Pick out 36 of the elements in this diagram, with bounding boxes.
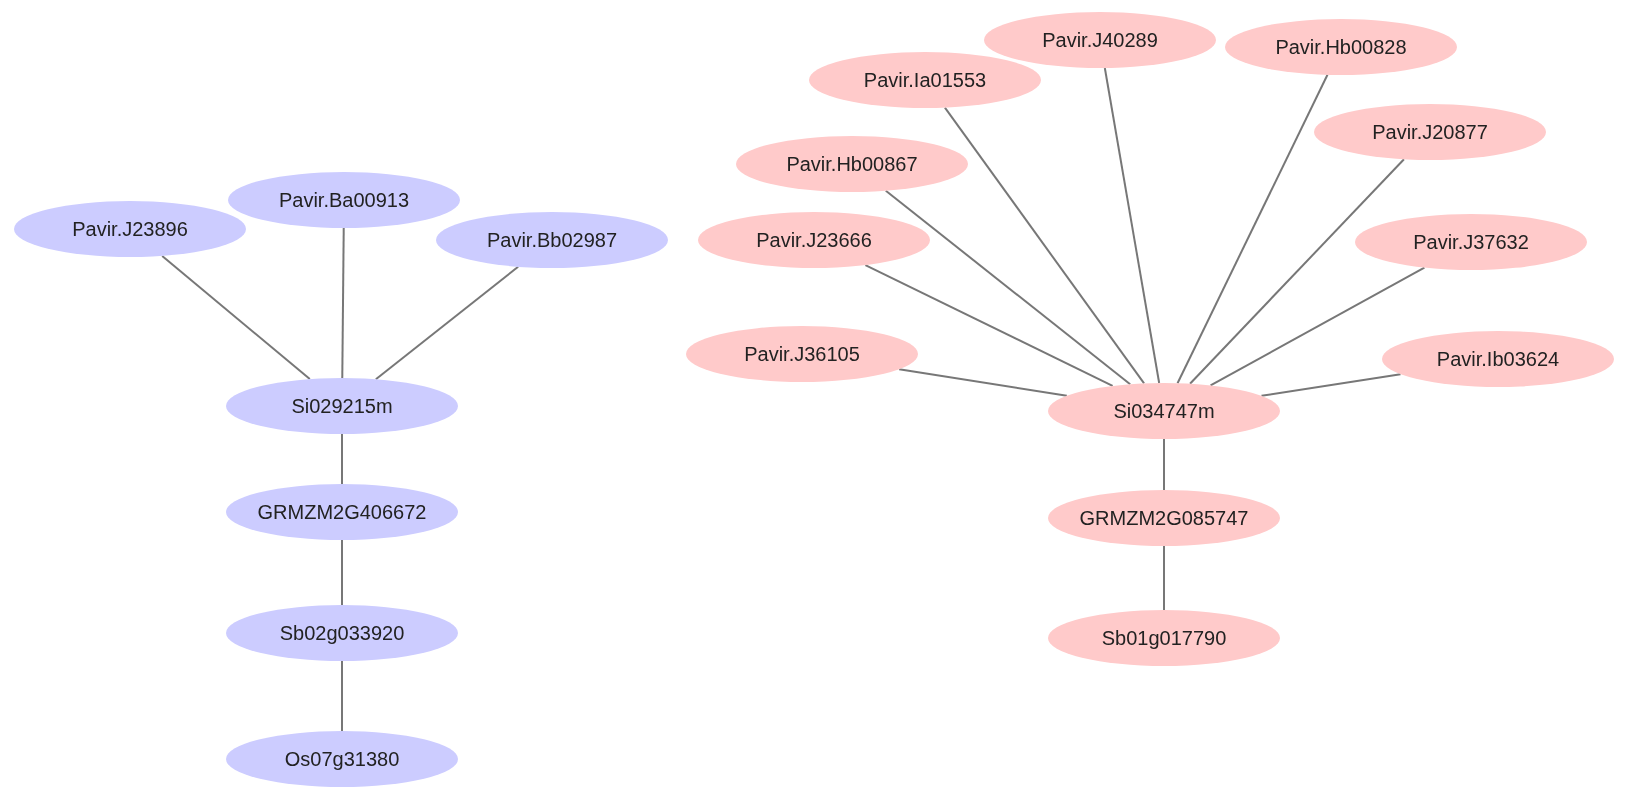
gene-label: Pavir.Ba00913 bbox=[278, 188, 410, 212]
gene-label: Os07g31380 bbox=[284, 747, 400, 771]
connector-line bbox=[341, 227, 345, 379]
connector-line bbox=[1209, 266, 1426, 387]
connector-line bbox=[864, 264, 1114, 387]
gene-label: Si034747m bbox=[1113, 399, 1215, 423]
gene-label: Sb02g033920 bbox=[279, 621, 405, 645]
connector-line bbox=[374, 265, 520, 381]
gene-label: Pavir.Hb00867 bbox=[786, 152, 918, 176]
gene-label: Sb01g017790 bbox=[1101, 626, 1227, 650]
connector-line bbox=[1163, 545, 1165, 611]
gene-label: Pavir.Ia01553 bbox=[863, 68, 987, 92]
gene-label: Pavir.Ib03624 bbox=[1436, 347, 1560, 371]
connector-line bbox=[1260, 373, 1402, 397]
gene-label: GRMZM2G406672 bbox=[257, 500, 427, 524]
connector-line bbox=[884, 189, 1132, 386]
gene-label: Pavir.Bb02987 bbox=[486, 228, 618, 252]
gene-label: Pavir.J37632 bbox=[1413, 230, 1529, 254]
gene-label: Pavir.J20877 bbox=[1372, 120, 1488, 144]
connector-line bbox=[161, 254, 311, 381]
gene-label: Pavir.J36105 bbox=[744, 342, 860, 366]
connector-line bbox=[1103, 67, 1161, 384]
connector-line bbox=[898, 368, 1068, 397]
connector-line bbox=[943, 106, 1146, 385]
connector-line bbox=[1176, 73, 1329, 385]
connector-line bbox=[341, 660, 343, 732]
gene-label: Si029215m bbox=[291, 394, 393, 418]
connector-line bbox=[1189, 158, 1405, 385]
connector-line bbox=[341, 433, 343, 485]
gene-label: Pavir.Hb00828 bbox=[1275, 35, 1407, 59]
gene-label: Pavir.J23666 bbox=[756, 228, 872, 252]
connector-line bbox=[341, 539, 343, 606]
gene-label: Pavir.J23896 bbox=[72, 217, 188, 241]
gene-label: GRMZM2G085747 bbox=[1079, 506, 1249, 530]
gene-label: Pavir.J40289 bbox=[1042, 28, 1158, 52]
connector-line bbox=[1163, 438, 1165, 491]
